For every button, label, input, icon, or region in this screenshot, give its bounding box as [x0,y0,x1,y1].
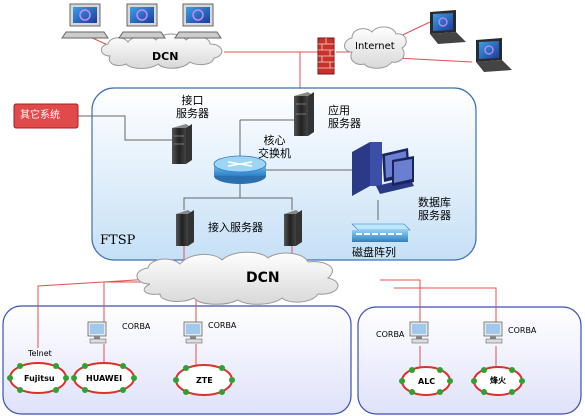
ring-label-huawei: HUAWEI [86,374,123,383]
ring-huawei [71,362,137,394]
core-switch-label: 核心 交换机 [258,134,291,160]
desktop-pc-icon [61,3,109,39]
database-server-icon [352,142,414,196]
ring-alc [399,366,453,396]
ring-label-fujitsu: Fujitsu [24,374,55,383]
disk-array-label: 磁盘阵列 [352,246,396,259]
disk-array-icon [351,223,411,242]
database-server-label: 数据库 服务器 [418,196,451,222]
interface-server-icon [172,124,192,164]
access-server-icon [284,210,302,246]
app-server-icon [294,92,314,136]
interface-server-label: 接口 服务器 [176,94,209,120]
ring-fujitsu [7,362,69,394]
core-switch-icon [213,155,267,184]
middle-dcn-cloud [136,251,339,305]
app-server-label: 应用 服务器 [328,104,361,130]
external-system-box [13,103,79,129]
corba-label: CORBA [122,322,151,331]
access-servers-label: 接入服务器 [208,221,263,234]
ftsp-internal-links [78,115,379,220]
right-vendor-region [357,306,582,415]
ring-label-fiberhome: 烽火 [490,376,506,385]
top-dcn-label: DCN [152,50,179,63]
ring-fiberhome [471,366,525,396]
ring-label-zte: ZTE [196,376,213,385]
middle-dcn-label: DCN [246,270,280,286]
ftsp-title: FTSP [100,233,136,248]
left-vendor-region [2,305,352,415]
laptop-icon [430,10,466,44]
corba-label: CORBA [208,321,237,330]
vendor-pc-icon [183,321,203,344]
telnet-label: Telnet [28,349,52,358]
access-server-icon [176,210,194,246]
ring-zte [173,364,235,396]
vendor-pc-icon [483,321,503,344]
corba-label: CORBA [376,330,405,339]
vendor-pc-icon [87,321,107,344]
internet-cloud [344,26,407,69]
external-system-label: 其它系统 [20,110,60,121]
internet-label: Internet [355,41,395,52]
desktop-pc-icon [118,3,166,39]
laptop-icon [476,38,512,72]
desktop-pc-icon [174,3,222,39]
firewall-icon [317,37,335,75]
ring-label-alc: ALC [418,377,436,386]
corba-label: CORBA [508,326,537,335]
vendor-pc-icon [409,321,429,344]
